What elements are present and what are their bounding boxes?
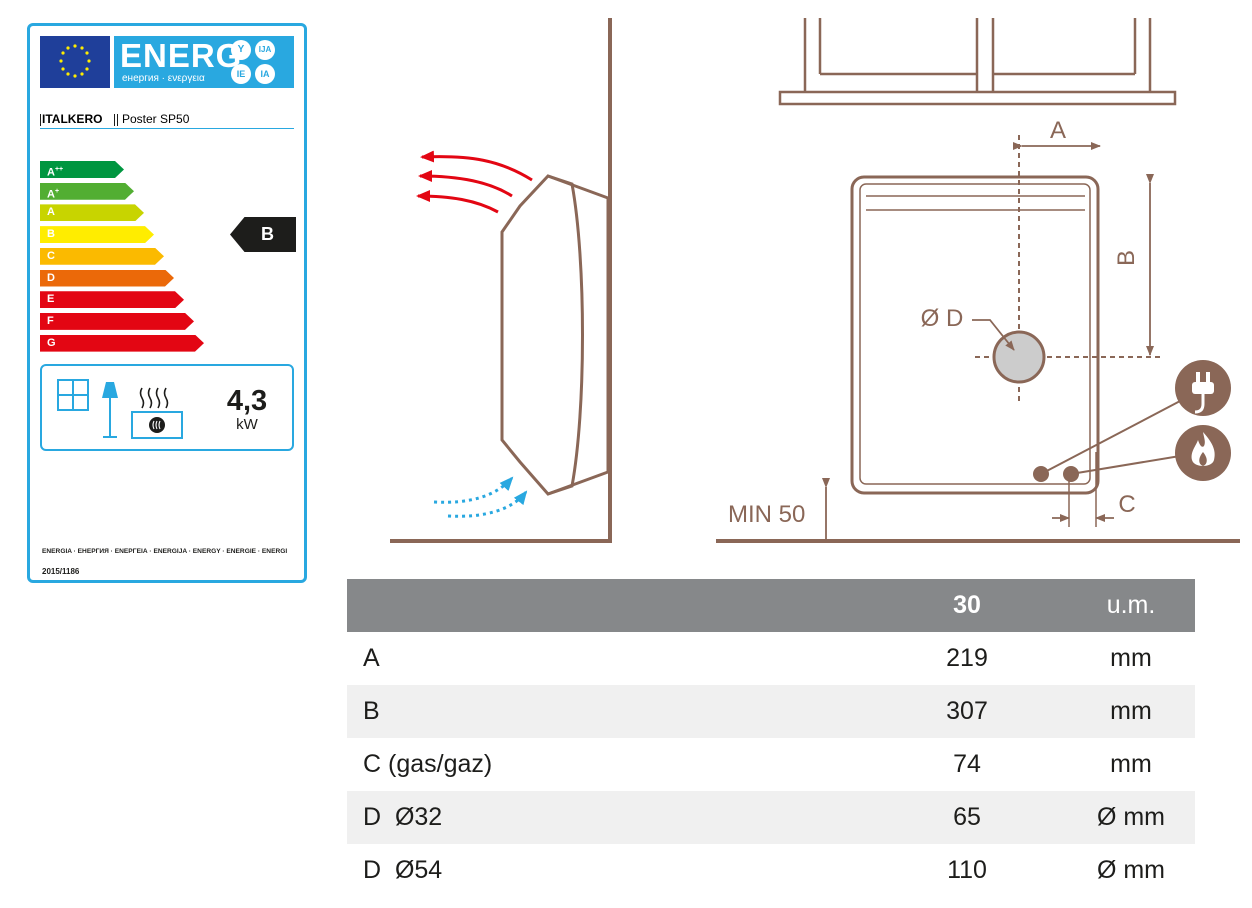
dimension-a-label: A	[1050, 117, 1066, 144]
energ-box: ENERG енергия · ενεργεια Y IJA IE IA	[114, 36, 294, 88]
hot-air-arrows	[416, 150, 533, 214]
row-label: D Ø54	[363, 856, 443, 884]
installation-drawings: A B C Ø D MIN 50	[390, 18, 1240, 543]
lang-circle-ia: IA	[255, 64, 275, 84]
row-label: B	[363, 697, 380, 725]
heater-front-body	[850, 175, 1100, 495]
languages-line: ENERGIA · ЕНЕРГИЯ · ΕΝΕΡΓΕΙΑ · ENERGIJA …	[42, 548, 288, 555]
row-value: 110	[947, 856, 987, 884]
row-value: 219	[946, 644, 988, 672]
heat-icon	[131, 387, 183, 439]
class-bar-c: C	[40, 248, 164, 265]
heater-front-inner	[859, 183, 1091, 485]
window-above	[778, 18, 1177, 106]
output-unit: kW	[236, 416, 258, 433]
gas-flame-icon	[1175, 425, 1231, 481]
cold-air-arrows	[433, 476, 528, 518]
row-unit: mm	[1110, 697, 1152, 725]
row-unit: Ø mm	[1096, 856, 1166, 884]
class-bar-a-plus: A+	[40, 183, 134, 200]
class-bar-e: E	[40, 291, 184, 308]
row-value: 74	[953, 750, 981, 778]
lang-circle-ija: IJA	[255, 40, 275, 60]
class-bar-g: G	[40, 335, 204, 352]
lang-circle-ie: IE	[231, 64, 251, 84]
dimensions-table: 30 u.m. A 219 mm B 307 mm C (gas/gaz) 74…	[347, 579, 1195, 897]
row-unit: Ø mm	[1096, 803, 1166, 831]
row-value: 307	[946, 697, 988, 725]
supplier-name: ITALKERO	[42, 112, 103, 126]
min-clearance-label: MIN 50	[728, 501, 805, 528]
eu-flag	[40, 36, 110, 88]
dimension-b-label: B	[1113, 250, 1140, 266]
table-header-unit: u.m.	[1106, 591, 1156, 619]
supplier-line: ITALKERO Poster SP50	[40, 112, 294, 129]
energy-label: ENERG енергия · ενεργεια Y IJA IE IA ITA…	[27, 23, 307, 583]
flue-circle	[992, 330, 1046, 384]
table-header-model: 30	[953, 591, 981, 619]
heater-side-body	[500, 174, 610, 496]
row-value: 65	[953, 803, 981, 831]
row-unit: mm	[1110, 750, 1152, 778]
table-row: D Ø32 65 Ø mm	[347, 791, 1195, 844]
row-label: A	[363, 644, 380, 672]
class-bar-d: D	[40, 270, 174, 287]
table-row: B 307 mm	[347, 685, 1195, 738]
diameter-leader	[972, 319, 1015, 351]
energ-subtitle: енергия · ενεργεια	[122, 73, 205, 84]
regulation-number: 2015/1186	[42, 567, 80, 576]
class-bar-a: A	[40, 204, 144, 221]
table-row: A 219 mm	[347, 632, 1195, 685]
output-value: 4,3	[226, 385, 268, 417]
heater-side-panel	[547, 174, 584, 496]
class-bar-a-plus-plus: A++	[40, 161, 124, 178]
table-header-label	[347, 579, 867, 632]
table-header-row: 30 u.m.	[347, 579, 1195, 632]
flame-icon	[149, 417, 165, 433]
class-bar-b: B	[40, 226, 154, 243]
side-view	[390, 18, 612, 543]
output-icons	[57, 379, 183, 439]
diameter-label: Ø D	[921, 305, 964, 332]
eu-stars-icon	[59, 44, 91, 78]
energ-word: ENERG	[120, 37, 243, 74]
window-icon	[57, 379, 89, 411]
dimension-c-label: C	[1118, 491, 1135, 518]
label-header: ENERG енергия · ενεργεια Y IJA IE IA	[40, 36, 294, 88]
table-row: C (gas/gaz) 74 mm	[347, 738, 1195, 791]
table-row: D Ø54 110 Ø mm	[347, 844, 1195, 897]
class-bar-f: F	[40, 313, 194, 330]
rating-arrow: B	[230, 217, 296, 252]
model-name: Poster SP50	[122, 112, 190, 126]
lang-circle-y: Y	[231, 40, 251, 60]
front-view	[716, 18, 1240, 543]
row-label: C (gas/gaz)	[363, 750, 493, 778]
plug-icon	[1175, 360, 1231, 416]
lamp-icon	[102, 382, 118, 438]
row-unit: mm	[1110, 644, 1152, 672]
row-label: D Ø32	[363, 803, 443, 831]
output-box: 4,3 kW	[40, 364, 294, 451]
